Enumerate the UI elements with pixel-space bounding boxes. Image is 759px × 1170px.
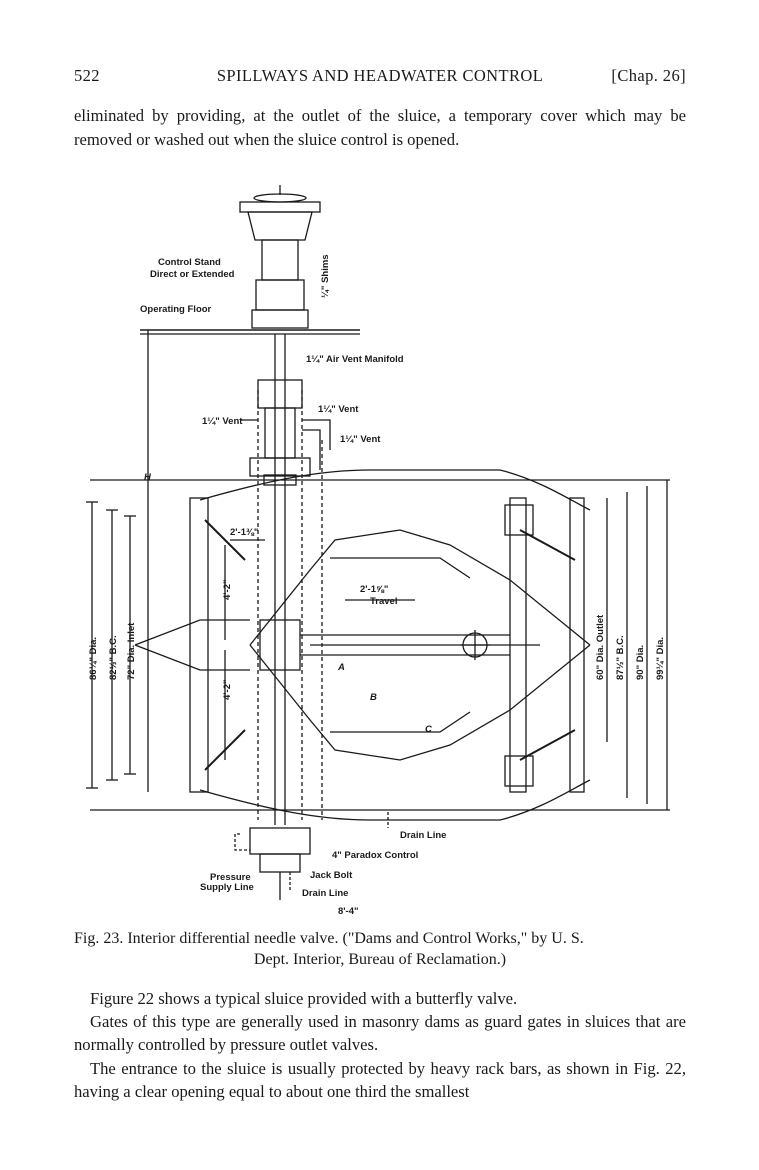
caption-line-2: Dept. Interior, Bureau of Reclamation.)	[253, 951, 507, 968]
label-vent-right-1: 1¼" Vent	[318, 404, 359, 415]
label-c: C	[425, 724, 432, 735]
figure-caption: Fig. 23. Interior differential needle va…	[74, 928, 686, 970]
label-right-dim-4: 99¼" Dia.	[655, 637, 666, 680]
label-dim-2-1: 2'-1⅜"	[230, 527, 258, 538]
running-title: SPILLWAYS AND HEADWATER CONTROL	[216, 66, 544, 85]
label-overall-length: 8'-4"	[338, 906, 359, 917]
label-right-dim-3: 90" Dia.	[635, 645, 646, 680]
label-height-mark: H	[144, 472, 152, 483]
label-b: B	[370, 692, 377, 703]
label-operating-floor: Operating Floor	[140, 304, 212, 315]
body-paragraph-1: Figure 22 shows a typical sluice provide…	[90, 989, 518, 1008]
label-air-vent-manifold: 1¼" Air Vent Manifold	[306, 354, 404, 365]
body-paragraph-3: The entrance to the sluice is usually pr…	[74, 1058, 686, 1101]
label-travel-dim: 2'-1⅝"	[360, 584, 388, 595]
label-control-stand: Control Stand	[158, 257, 221, 268]
running-header: 522 SPILLWAYS AND HEADWATER CONTROL [Cha…	[74, 66, 686, 88]
body-text: Figure 22 shows a typical sluice provide…	[74, 987, 686, 1103]
label-left-dim-2: 82½" B.C.	[108, 635, 119, 680]
label-shims: ¼" Shims	[320, 254, 331, 298]
needle-valve-drawing: Control Stand Direct or Extended Operati…	[86, 185, 670, 917]
label-travel: Travel	[370, 596, 397, 607]
label-drain-line-bottom: Drain Line	[302, 888, 348, 899]
page-number: 522	[74, 66, 100, 85]
label-dim-4-2-bottom: 4'-2"	[222, 680, 233, 701]
label-left-dim-1: 86¼" Dia.	[88, 637, 99, 680]
label-a: A	[337, 662, 345, 673]
label-left-dim-3: 72" Dia. Inlet	[126, 622, 137, 680]
label-jack-bolt: Jack Bolt	[310, 870, 353, 881]
label-control-stand-2: Direct or Extended	[150, 269, 235, 280]
intro-paragraph: eliminated by providing, at the outlet o…	[74, 106, 686, 149]
chapter-label: [Chap. 26]	[611, 66, 686, 85]
label-pressure-supply-2: Supply Line	[200, 882, 254, 893]
label-right-dim-1: 60" Dia. Outlet	[595, 614, 606, 680]
label-vent-left: 1¼" Vent	[202, 416, 243, 427]
label-vent-right-2: 1¼" Vent	[340, 434, 381, 445]
label-paradox-control: 4" Paradox Control	[332, 850, 418, 861]
caption-line-1: Fig. 23. Interior differential needle va…	[74, 930, 584, 947]
label-pressure-supply: Pressure	[210, 872, 251, 883]
label-drain-line-top: Drain Line	[400, 830, 446, 841]
label-dim-4-2-top: 4'-2"	[222, 580, 233, 601]
valve-figure: Control Stand Direct or Extended Operati…	[70, 180, 690, 920]
body-paragraph-2: Gates of this type are generally used in…	[74, 1012, 686, 1055]
label-right-dim-2: 87½" B.C.	[615, 635, 626, 680]
